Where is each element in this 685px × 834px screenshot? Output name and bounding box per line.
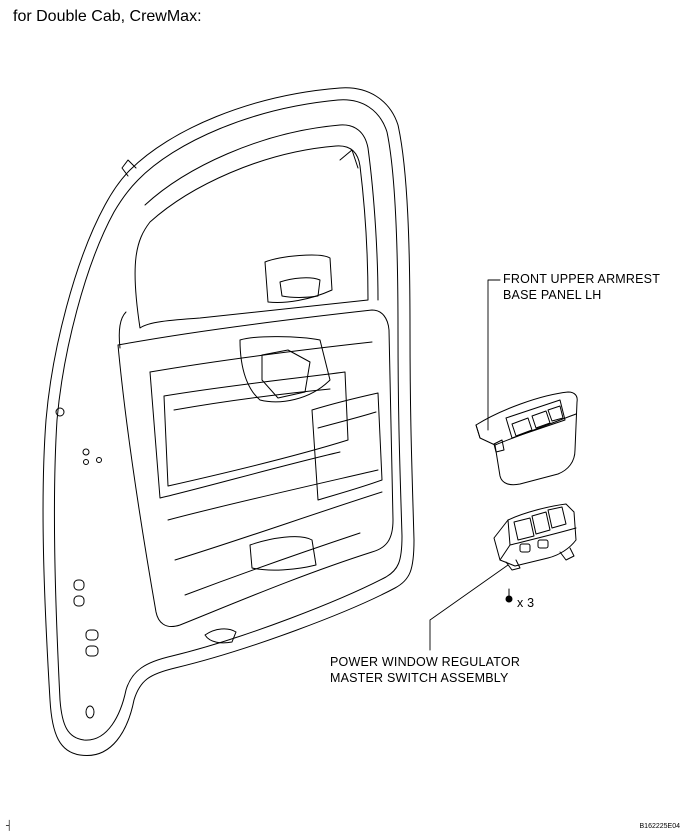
switch-label: POWER WINDOW REGULATOR MASTER SWITCH ASS…: [330, 654, 520, 686]
corner-mark: ┤: [6, 820, 13, 830]
switch-label-line2: MASTER SWITCH ASSEMBLY: [330, 671, 509, 685]
armrest-label-line2: BASE PANEL LH: [503, 288, 602, 302]
door-frame: [42, 87, 415, 756]
switch-label-line1: POWER WINDOW REGULATOR: [330, 655, 521, 669]
leader-lines: [429, 279, 509, 651]
page-title: for Double Cab, CrewMax:: [13, 8, 202, 25]
window-opening: [134, 145, 369, 329]
armrest-base-panel: [475, 391, 578, 486]
master-switch-assembly: [493, 503, 577, 571]
armrest-label: FRONT UPPER ARMREST BASE PANEL LH: [503, 271, 660, 303]
screw-icon: [505, 588, 513, 603]
door-trim-panel: [117, 254, 394, 644]
figure-code: B162225E04: [639, 823, 680, 830]
door-edge-holes: [55, 407, 102, 719]
screw-quantity: x 3: [517, 596, 535, 610]
armrest-label-line1: FRONT UPPER ARMREST: [503, 272, 661, 286]
